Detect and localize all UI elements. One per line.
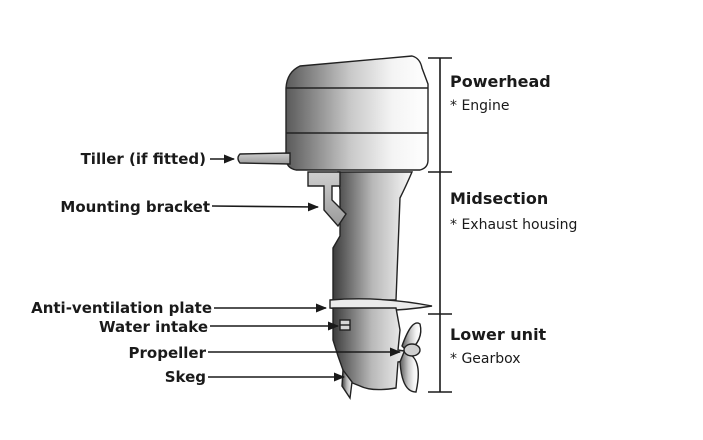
motor-illustration xyxy=(237,55,433,400)
section-midsection: Midsection * Exhaust housing xyxy=(450,189,577,233)
section-subtitle: * Engine xyxy=(450,98,509,114)
mounting-bracket xyxy=(307,171,347,228)
propeller-shape xyxy=(399,322,422,393)
section-title: Powerhead xyxy=(450,72,551,91)
label-mounting-bracket: Mounting bracket xyxy=(60,198,210,216)
callouts: Tiller (if fitted) Mounting bracket Anti… xyxy=(31,150,402,386)
label-water-intake: Water intake xyxy=(99,318,208,336)
label-anti-ventilation-plate: Anti-ventilation plate xyxy=(31,299,212,317)
label-skeg: Skeg xyxy=(165,368,206,386)
midsection-housing xyxy=(332,171,414,301)
label-propeller: Propeller xyxy=(129,344,207,362)
section-subtitle: * Gearbox xyxy=(450,351,521,367)
section-lower-unit: Lower unit * Gearbox xyxy=(450,325,547,367)
powerhead-cowling xyxy=(285,55,429,171)
section-brackets xyxy=(428,57,452,393)
section-powerhead: Powerhead * Engine xyxy=(450,72,551,114)
label-tiller: Tiller (if fitted) xyxy=(81,150,206,168)
tiller xyxy=(237,152,291,165)
section-title: Lower unit xyxy=(450,325,547,344)
section-title: Midsection xyxy=(450,189,548,208)
section-subtitle: * Exhaust housing xyxy=(450,217,577,233)
